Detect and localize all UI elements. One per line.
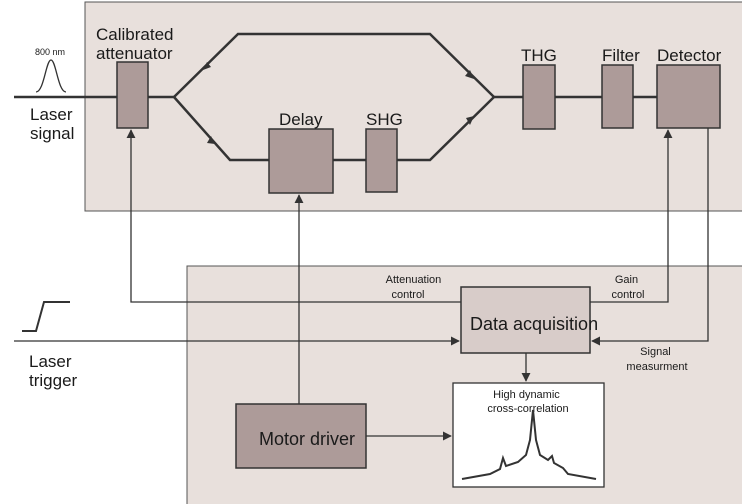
signal-measurement-line [591,128,709,346]
laser-trigger-line2: trigger [29,371,78,390]
laser-signal-line1: Laser [30,105,73,124]
shg-block [365,128,398,193]
thg-block [522,64,556,130]
beam-arrow-upper-left [203,62,211,70]
gain-control-line2: control [611,289,644,301]
attenuator-label-line1: Calibrated [96,25,174,44]
filter-label: Filter [602,46,640,65]
signal-measurement-line2: measurment [626,361,687,373]
gain-control-line [590,129,673,303]
attenuation-control-label: Attenuation control [386,274,445,301]
laser-trigger-line1: Laser [29,352,72,371]
attenuation-control-line2: control [391,289,424,301]
beam-arrow-lower-left [207,136,215,144]
pulse-wavelength-label: 800 nm [35,47,65,57]
trigger-step-icon [22,301,70,332]
attenuator-block [116,61,149,129]
attenuation-control-line1: Attenuation [386,274,442,286]
motor-driver-label: Motor driver [259,429,355,449]
attenuation-control-line [126,129,461,303]
data-acquisition-block [460,286,591,354]
attenuator-label: Calibrated attenuator [96,25,178,63]
plot-title: High dynamic cross-correlation [487,389,568,415]
gain-control-line1: Gain [615,274,638,286]
thg-label: THG [521,46,557,65]
control-lines [14,128,709,441]
delay-block [268,128,334,194]
attenuator-label-line2: attenuator [96,44,173,63]
detector-label: Detector [657,46,722,65]
cross-correlation-plot [452,382,605,488]
beam-arrow-upper-right [465,70,474,79]
laser-signal-line2: signal [30,124,74,143]
cross-correlation-trace [461,409,597,480]
signal-measurement-line1: Signal [640,346,671,358]
signal-measurement-label: Signal measurment [626,346,687,373]
beam-arrow-lower-right [466,116,474,125]
beam-arrowheads [203,62,474,144]
data-acquisition-label: Data acquisition [470,314,598,334]
plot-title-line2: cross-correlation [487,403,568,415]
delay-label: Delay [279,110,323,129]
filter-block [601,64,634,129]
shg-label: SHG [366,110,403,129]
plot-title-line1: High dynamic [493,389,560,401]
laser-signal-label: Laser signal [30,105,77,143]
gain-control-label: Gain control [611,274,644,301]
laser-trigger-label: Laser trigger [29,352,78,390]
detector-block [656,64,721,129]
input-pulse-icon [35,59,67,93]
